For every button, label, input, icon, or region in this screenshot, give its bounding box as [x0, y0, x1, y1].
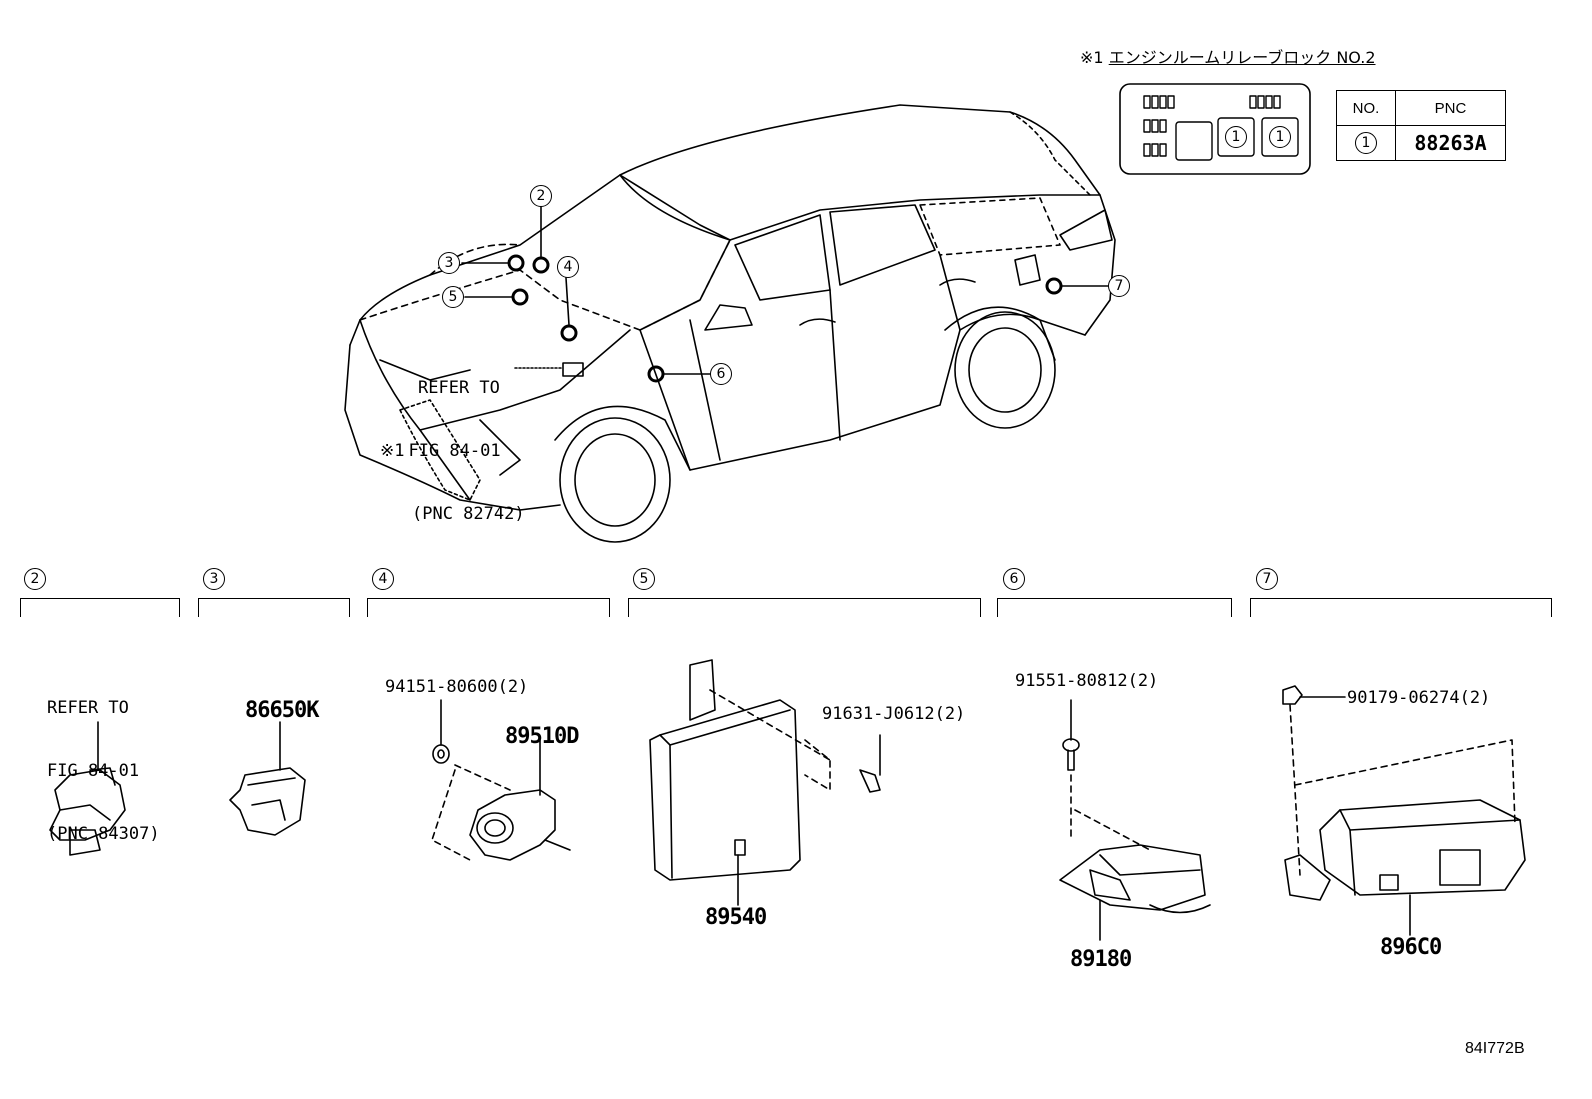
part-label-89180: 89180 [1070, 947, 1132, 972]
sec2-refer-line2: FIG 84-01 [47, 761, 140, 781]
part-label-94151: 94151-80600(2) [385, 677, 529, 697]
note-mark: ※1 [1080, 48, 1104, 67]
car-refer-line3: (PNC 82742) [412, 504, 525, 524]
figure-id: 84I772B [1465, 1040, 1525, 1057]
part-89540-drawing [649, 659, 881, 906]
sec2-refer-line1: REFER TO [47, 698, 129, 718]
relay-block-drawing [1119, 83, 1311, 175]
part-label-91631: 91631-J0612(2) [822, 704, 966, 724]
car-callout-4: 4 [557, 256, 579, 278]
section-2-refer-note: REFER TO FIG 84-01 (PNC 84307) [47, 656, 160, 866]
part-86650K-drawing [229, 721, 306, 836]
car-refer-mark: ※1 [380, 441, 405, 461]
sec2-refer-line3: (PNC 84307) [47, 824, 160, 844]
section-5-number: 5 [633, 568, 655, 590]
part-label-89510D: 89510D [505, 724, 579, 749]
section-3-bracket [198, 598, 350, 617]
part-label-89540: 89540 [705, 905, 767, 930]
pnc-table: NO. PNC 1 88263A [1336, 90, 1506, 161]
section-4-number: 4 [372, 568, 394, 590]
car-refer-line1: REFER TO [418, 378, 500, 398]
relay-slot-b-label: 1 [1269, 126, 1291, 148]
section-2-bracket [20, 598, 180, 617]
part-label-86650K: 86650K [245, 698, 319, 723]
part-896C0-drawing [1282, 685, 1526, 936]
part-label-90179: 90179-06274(2) [1347, 688, 1491, 708]
car-callout-2: 2 [530, 185, 552, 207]
car-callout-7: 7 [1108, 275, 1130, 297]
pnc-header-pnc: PNC [1395, 90, 1506, 126]
car-refer-line2: FIG 84-01 [408, 441, 501, 461]
pnc-row-no: 1 [1355, 132, 1377, 154]
section-7-bracket [1250, 598, 1552, 617]
pnc-row-pnc: 88263A [1395, 125, 1506, 161]
part-label-896C0: 896C0 [1380, 935, 1442, 960]
vehicle-drawing [344, 104, 1116, 543]
car-callout-5: 5 [442, 286, 464, 308]
car-callout-6: 6 [710, 363, 732, 385]
section-3-number: 3 [203, 568, 225, 590]
part-label-91551: 91551-80812(2) [1015, 671, 1159, 691]
note-title-text: エンジンルームリレーブロック NO.2 [1108, 48, 1376, 67]
part-89180-drawing [1059, 699, 1211, 941]
relay-slot-a-label: 1 [1225, 126, 1247, 148]
pnc-row-no-cell: 1 [1336, 125, 1396, 161]
section-7-number: 7 [1256, 568, 1278, 590]
section-4-bracket [367, 598, 610, 617]
car-callout-3: 3 [438, 252, 460, 274]
section-2-number: 2 [24, 568, 46, 590]
part-84307-drawing [49, 721, 126, 856]
pnc-header-no: NO. [1336, 90, 1396, 126]
section-6-bracket [997, 598, 1232, 617]
part-89510D-drawing [431, 699, 571, 861]
section-6-number: 6 [1003, 568, 1025, 590]
section-5-bracket [628, 598, 981, 617]
note-title: ※1 エンジンルームリレーブロック NO.2 [1080, 44, 1376, 68]
